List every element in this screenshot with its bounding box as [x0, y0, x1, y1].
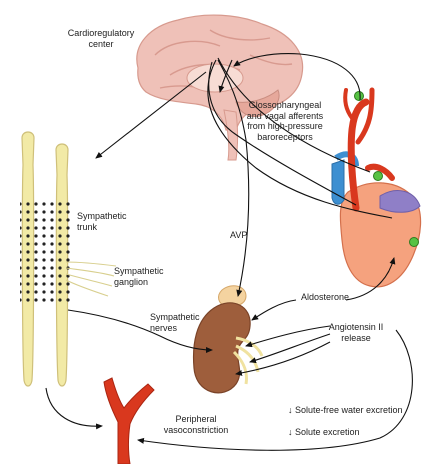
carotid-baroreceptor — [355, 92, 364, 101]
sympathetic-trunk-label: Sympathetic trunk — [77, 211, 147, 232]
water-excretion-row: ↓ Solute-free water excretion — [288, 405, 424, 416]
heart-illustration — [332, 90, 421, 287]
cardiac-baroreceptor — [410, 238, 419, 247]
peripheral-artery-illustration — [104, 378, 154, 464]
trunk-to-vessel-arrow — [46, 388, 102, 426]
water-excretion-label: Solute-free water excretion — [295, 405, 403, 415]
kidney-illustration — [194, 286, 262, 393]
aortic-baroreceptor — [374, 172, 383, 181]
solute-excretion-label: Solute excretion — [295, 427, 360, 437]
cardioregulatory-center-label: Cardioregulatory center — [64, 28, 138, 49]
aldosterone-label: Aldosterone — [301, 292, 371, 303]
afferents-label: Glossopharyngeal and vagal afferents fro… — [236, 100, 334, 142]
down-arrow-icon: ↓ — [288, 427, 293, 437]
avp-label: AVP — [230, 230, 260, 241]
sympathetic-nerves-label: Sympathetic nerves — [150, 312, 210, 333]
peripheral-vasoconstriction-label: Peripheral vasoconstriction — [156, 414, 236, 435]
solute-excretion-row: ↓ Solute excretion — [288, 427, 418, 438]
aldosterone-arrow — [252, 300, 296, 320]
sympathetic-ganglion-label: Sympathetic ganglion — [114, 266, 184, 287]
sympathetic-trunk-illustration — [20, 132, 116, 386]
down-arrow-icon: ↓ — [288, 405, 293, 415]
angiotensin-ii-label: Angiotensin II release — [318, 322, 394, 343]
